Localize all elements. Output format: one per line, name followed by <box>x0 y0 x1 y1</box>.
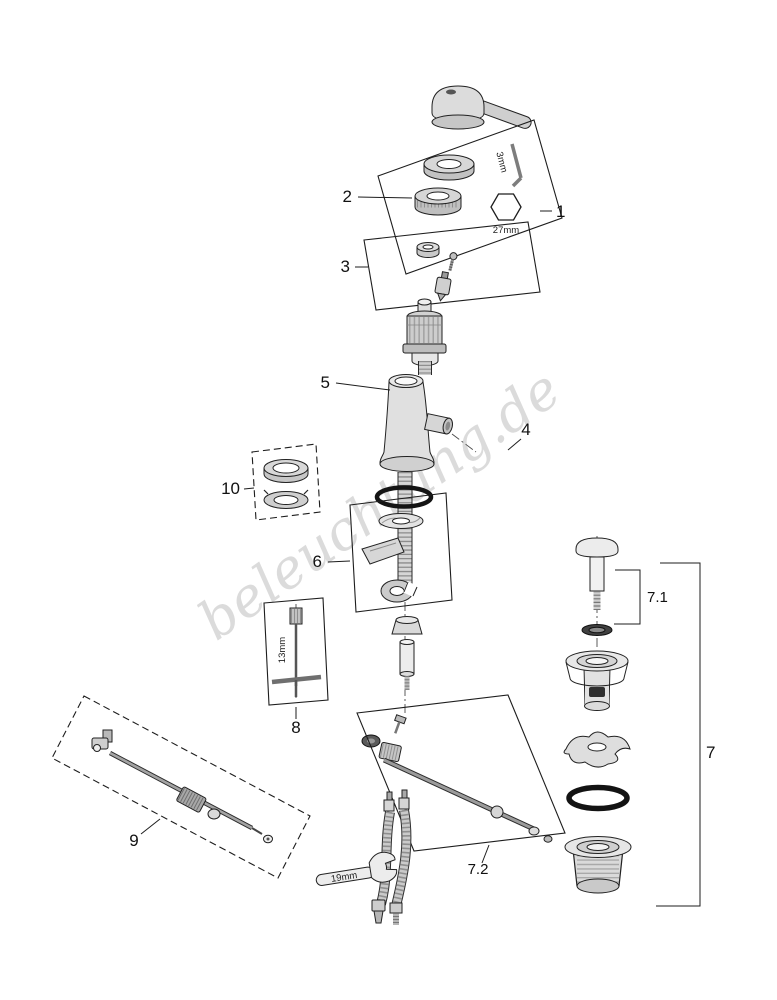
part-label-1: 1 <box>556 202 565 221</box>
part-label-10: 10 <box>221 479 240 498</box>
allen-key: 3mm <box>493 143 523 188</box>
threaded-shank <box>397 472 413 590</box>
cartridge <box>402 298 447 375</box>
check-valve <box>434 271 452 302</box>
bidet-nozzle <box>424 413 453 435</box>
part-label-3: 3 <box>341 257 350 276</box>
group-3-box <box>363 221 541 311</box>
bracket-7-1 <box>614 569 641 625</box>
part-label-9: 9 <box>129 831 138 850</box>
bracket-7 <box>656 562 701 907</box>
hex-nut: 27mm <box>490 193 522 236</box>
hex-size: 27mm <box>493 225 519 236</box>
leader-6 <box>327 560 351 563</box>
screw <box>448 252 458 272</box>
rod-seal <box>361 734 381 748</box>
escutcheon-ring <box>423 154 475 181</box>
knurled-nut <box>176 786 207 813</box>
spray-rod-kit <box>91 729 273 844</box>
waste-flange <box>565 650 629 711</box>
rod-ring-2 <box>543 835 553 843</box>
part-label-8: 8 <box>291 718 300 737</box>
socket-size: 13mm <box>277 637 288 663</box>
trim-ring-top <box>263 459 309 483</box>
open-wrench: 19mm <box>315 851 398 886</box>
leader-2 <box>357 196 413 199</box>
popup-rod <box>382 757 538 833</box>
handle-indicator <box>446 89 456 95</box>
rod-ring-1 <box>528 826 540 836</box>
wrench-size: 19mm <box>330 870 358 885</box>
socket-tool: 13mm <box>271 607 322 697</box>
inlet-fitting <box>91 729 113 752</box>
trim-rings <box>263 459 309 509</box>
popup-linkage <box>361 714 553 843</box>
leader-4 <box>507 438 522 451</box>
group-7-2-box <box>356 694 566 852</box>
lower-shank <box>399 639 415 690</box>
popup-knob <box>575 537 619 610</box>
allen-key-size: 3mm <box>493 151 509 174</box>
trim-ring-bottom <box>263 489 309 509</box>
part-label-7-1: 7.1 <box>647 589 668 606</box>
leader-5 <box>335 382 391 391</box>
drain-body <box>564 836 632 894</box>
aerator-centerline <box>451 433 477 453</box>
valve-small-parts <box>416 242 458 302</box>
part-label-2: 2 <box>343 187 352 206</box>
rod-gland <box>378 741 402 763</box>
drain-oring <box>566 784 630 812</box>
popup-washer <box>581 624 613 636</box>
group-6-box <box>349 492 453 613</box>
handle <box>431 85 532 130</box>
leader-7-2 <box>481 844 490 864</box>
group-9-box <box>51 695 311 879</box>
part-label-7-2: 7.2 <box>468 861 489 878</box>
part-label-7: 7 <box>706 743 715 762</box>
faucet-body <box>379 374 453 472</box>
part-label-6: 6 <box>313 552 322 571</box>
clamp-screw <box>394 714 407 734</box>
cone-adapter <box>391 616 423 635</box>
part-label-4: 4 <box>521 420 530 439</box>
base-oring <box>374 485 434 509</box>
horseshoe-washer <box>380 579 418 603</box>
mounting-wedge <box>361 537 405 565</box>
retainer-ring <box>414 187 462 216</box>
watermark-text: beleuchtung.de <box>187 357 571 652</box>
group-10-box <box>251 443 321 521</box>
leader-9 <box>140 818 161 835</box>
cone-gasket <box>563 731 631 768</box>
rod-washer <box>207 808 221 820</box>
leader-10 <box>243 487 255 490</box>
part-label-5: 5 <box>321 373 330 392</box>
mounting-set <box>361 513 424 603</box>
wave-washer <box>378 513 424 529</box>
group-1-box <box>377 119 563 275</box>
group-8-box <box>263 597 329 706</box>
